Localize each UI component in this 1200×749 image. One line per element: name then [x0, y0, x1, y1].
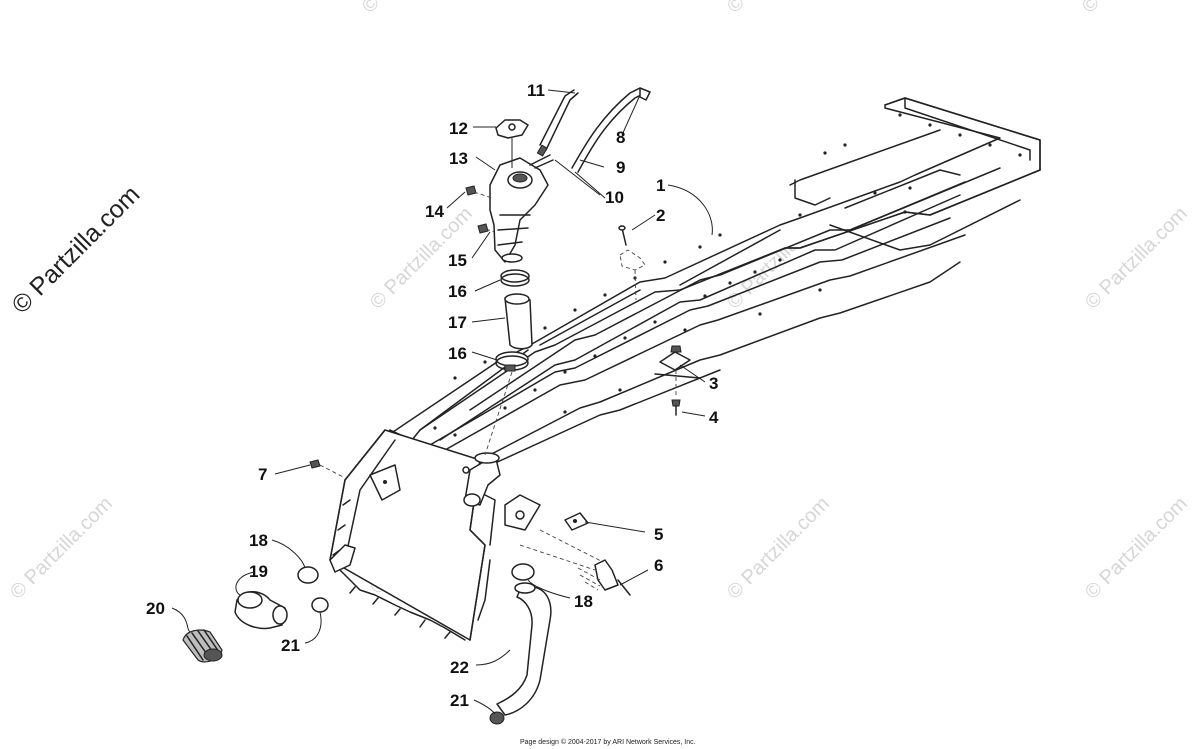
part-18-clamp-left: [297, 566, 319, 584]
part-21-clamp-right: [489, 711, 505, 725]
part-21-clamp-left: [311, 597, 329, 613]
watermark: © Partzilla.com: [358, 0, 469, 18]
port-pipe: [329, 544, 356, 573]
part-22-lower-hose: [496, 582, 552, 716]
watermark: © Partzilla.com: [1078, 0, 1189, 18]
part-2-bracket: [618, 225, 646, 301]
part-18-clamp-right: [511, 563, 535, 581]
callout-18-left: 18: [249, 531, 268, 550]
callout-labels: 1 2 3 4 5 6 7 8 9 10 11 12 13 14 15 16 1…: [146, 81, 719, 710]
part-5-6-brackets: [519, 512, 631, 596]
callout-21-left: 21: [281, 636, 300, 655]
page-footer: Page design © 2004-2017 by ARI Network S…: [520, 739, 696, 746]
leader-lines: [171, 89, 713, 715]
callout-1: 1: [656, 176, 665, 195]
watermark-main: © Partzilla.com: [6, 180, 145, 319]
callout-12: 12: [449, 119, 468, 138]
callout-22: 22: [450, 658, 469, 677]
part-11-vent-tube: [536, 89, 579, 157]
watermark: © Partzilla.com: [6, 493, 117, 604]
part-17-hose: [504, 293, 533, 350]
part-16-clamp-upper: [500, 269, 530, 287]
part-14-nut: [465, 185, 493, 199]
part-19-elbow-hose: [234, 591, 288, 630]
watermark-grid: © Partzilla.com © Partzilla.com © Partzi…: [6, 0, 1192, 604]
callout-21-right: 21: [450, 691, 469, 710]
callout-8: 8: [616, 128, 625, 147]
part-front-heat-exchanger: [329, 429, 541, 641]
watermark: © Partzilla.com: [723, 0, 834, 18]
callout-3: 3: [709, 374, 718, 393]
part-20-sleeve: [182, 629, 223, 663]
callout-7: 7: [258, 465, 267, 484]
callout-11: 11: [527, 81, 545, 100]
callout-15: 15: [448, 251, 467, 270]
assembly-line: [484, 371, 513, 456]
watermark: © Partzilla.com: [1081, 493, 1192, 604]
callout-16-lower: 16: [448, 344, 467, 363]
callout-9: 9: [616, 158, 625, 177]
part-12-cap: [495, 119, 529, 139]
callout-14: 14: [425, 202, 444, 221]
callout-5: 5: [654, 525, 663, 544]
part-8-hose: [571, 87, 651, 173]
watermark: © Partzilla.com: [1081, 203, 1192, 314]
callout-17: 17: [448, 313, 467, 332]
callout-13: 13: [449, 149, 468, 168]
part-1-heat-exchanger: [377, 97, 1041, 471]
part-16-clamp-lower: [495, 351, 529, 372]
callout-10: 10: [605, 188, 624, 207]
callout-2: 2: [656, 206, 665, 225]
callout-6: 6: [654, 556, 663, 575]
outlet-fitting: [462, 452, 501, 507]
callout-19: 19: [249, 562, 268, 581]
part-13-filler-neck: [489, 138, 554, 263]
callout-20: 20: [146, 599, 165, 618]
callout-4: 4: [709, 408, 719, 427]
callout-18-right: 18: [574, 592, 593, 611]
callout-16-upper: 16: [448, 282, 467, 301]
part-15-bolt: [477, 223, 495, 234]
watermark: © Partzilla.com: [723, 493, 834, 604]
part-3-4-fasteners: [659, 345, 691, 416]
part-7-fitting: [309, 459, 346, 479]
